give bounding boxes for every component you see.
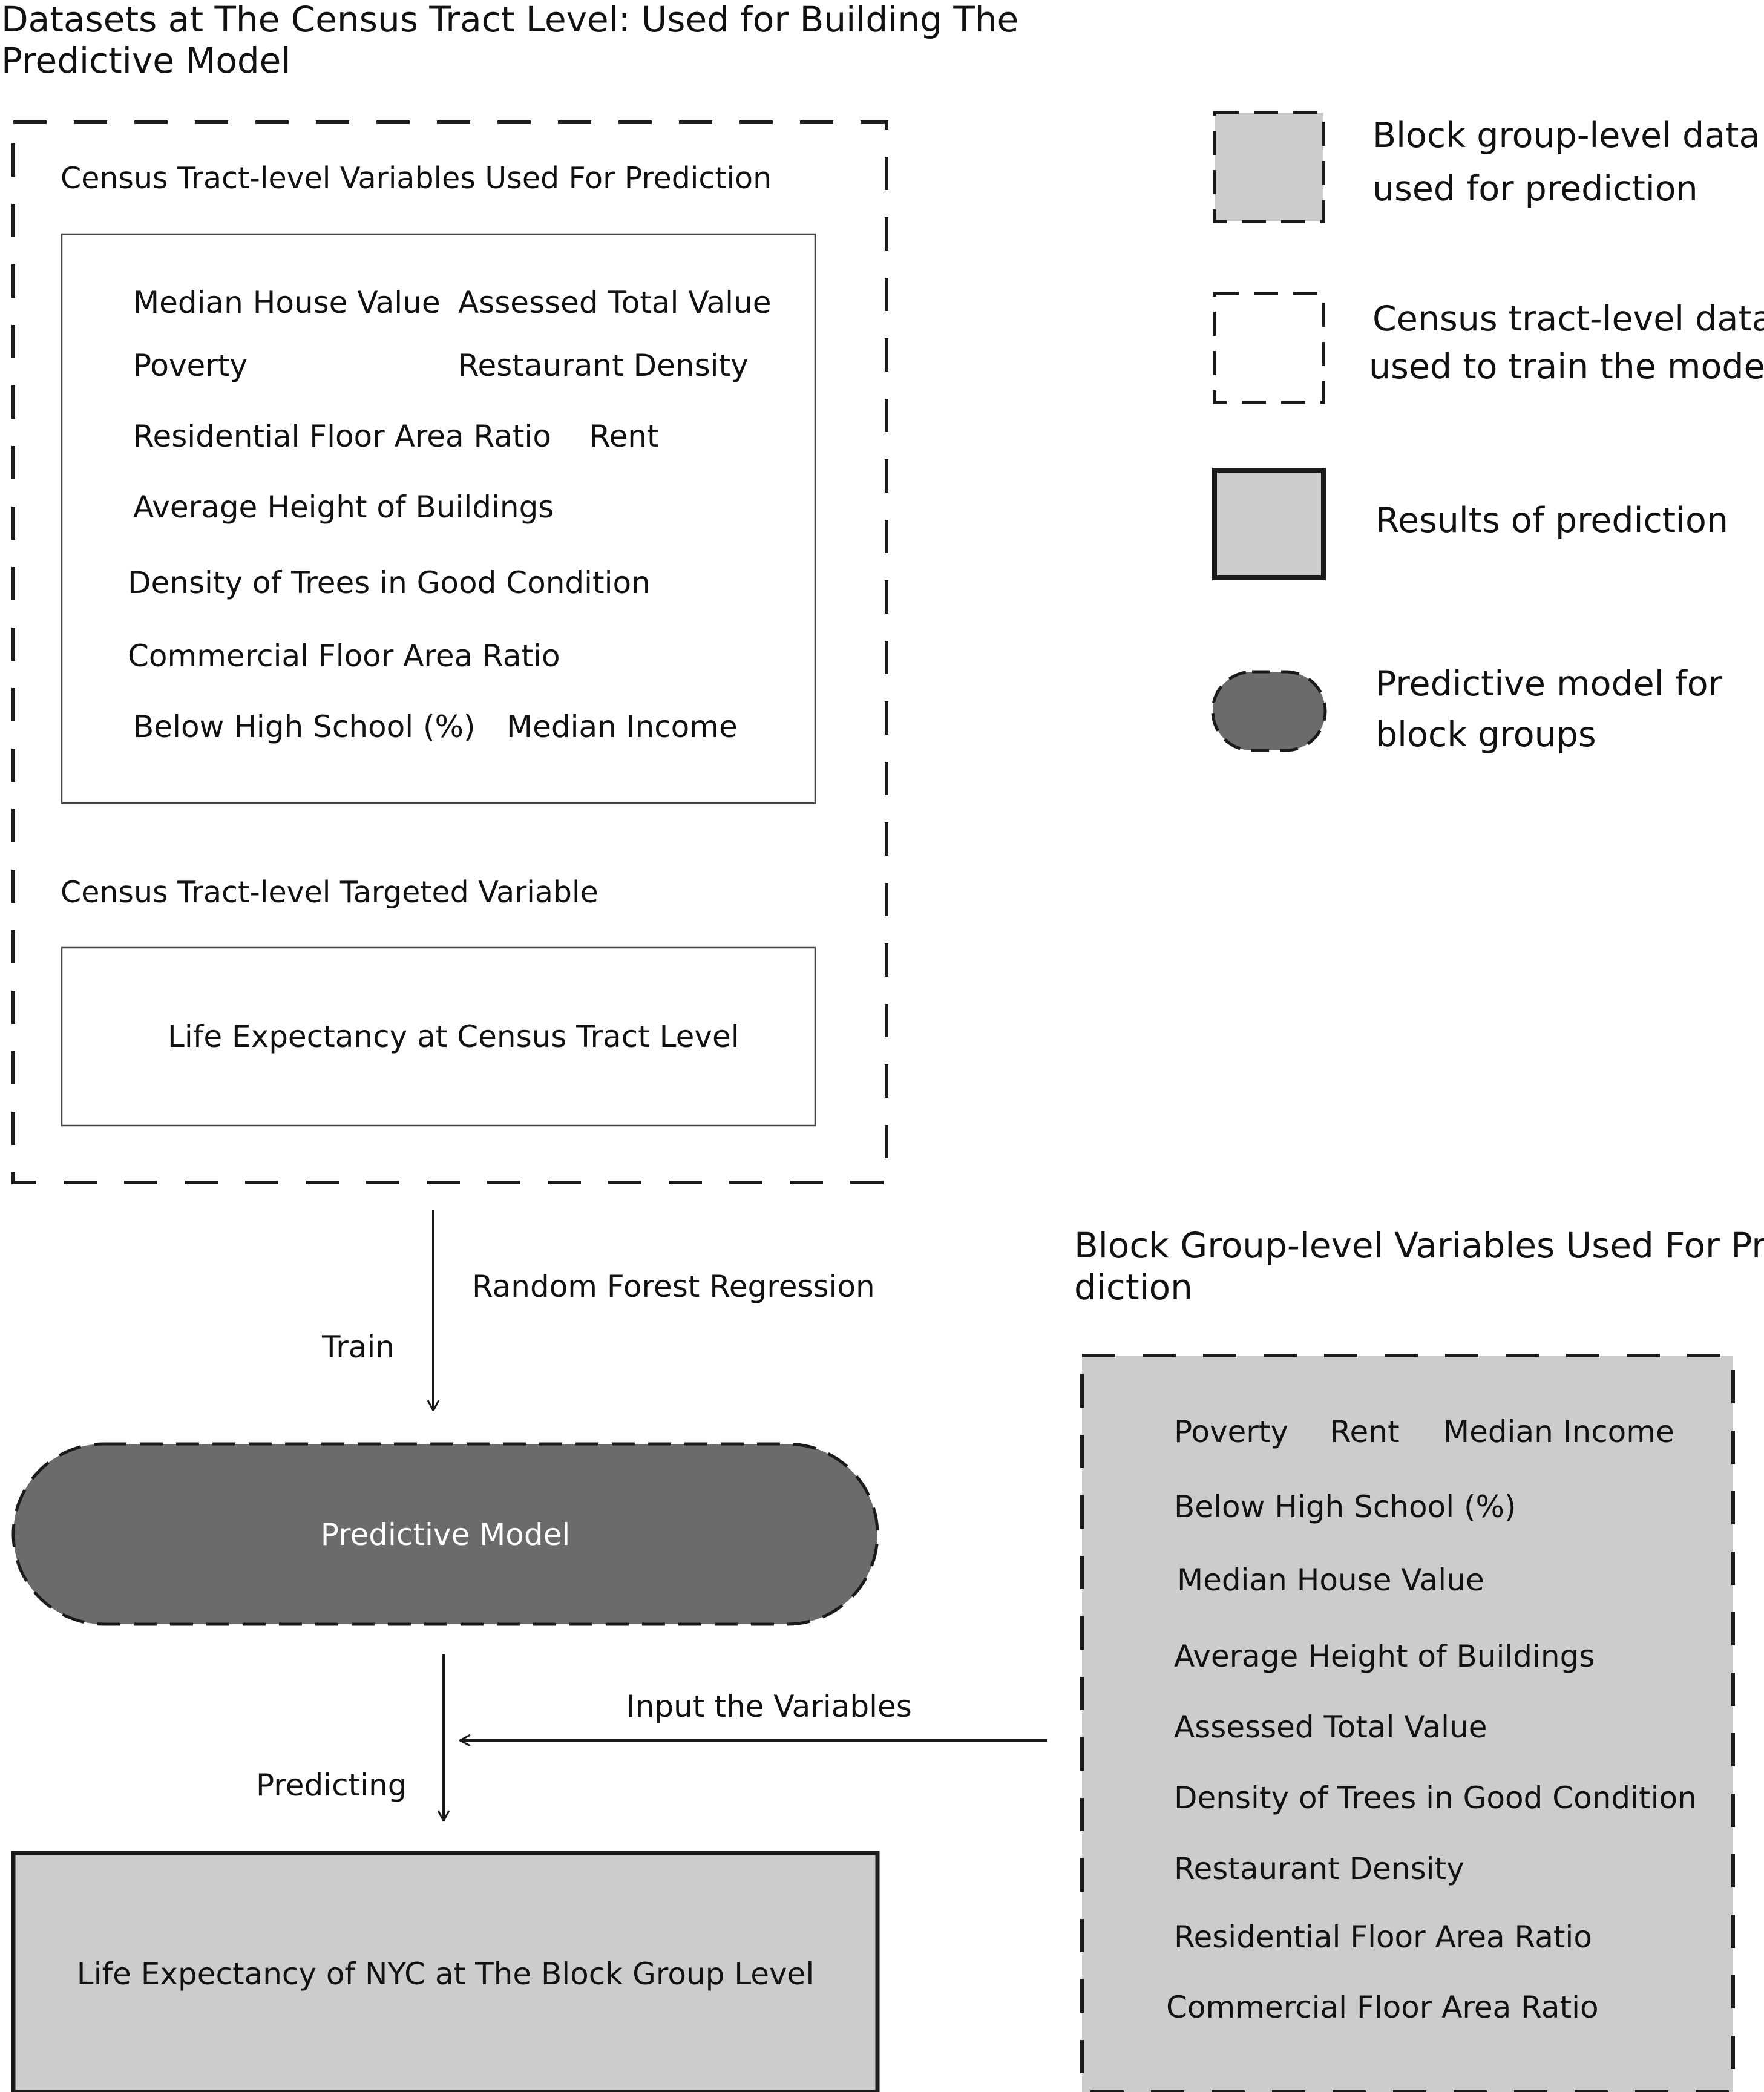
block-var-median-house-value: Median House Value <box>1177 1562 1484 1598</box>
legend-results-label: Results of prediction <box>1375 500 1728 540</box>
tract-var-tree-density: Density of Trees in Good Condition <box>128 565 651 600</box>
method-label: Random Forest Regression <box>472 1269 875 1304</box>
legend-block-data-line-2: used for prediction <box>1372 169 1698 209</box>
result-box <box>11 1851 880 2092</box>
block-panel-border <box>1080 1354 1735 2092</box>
block-var-below-high-school: Below High School (%) <box>1174 1489 1516 1524</box>
train-label: Train <box>322 1330 395 1365</box>
page-title-line-2: Predictive Model <box>1 40 291 81</box>
block-var-median-income: Median Income <box>1443 1414 1674 1449</box>
block-var-avg-building-height: Average Height of Buildings <box>1174 1639 1595 1674</box>
tract-predictors-heading: Census Tract-level Variables Used For Pr… <box>61 161 772 195</box>
tract-var-assessed-total-value: Assessed Total Value <box>458 285 772 320</box>
page-title-line-1: Datasets at The Census Tract Level: Used… <box>1 0 1019 40</box>
predictive-model-pill <box>11 1442 879 1626</box>
tract-target-box <box>61 946 816 1127</box>
tract-var-median-income: Median Income <box>507 709 738 744</box>
legend-swatch-tract-data <box>1213 292 1325 404</box>
input-variables-label: Input the Variables <box>626 1689 912 1724</box>
tract-var-commercial-far: Commercial Floor Area Ratio <box>128 638 560 674</box>
legend-tract-data-line-2: used to train the model <box>1369 347 1764 387</box>
predicting-label: Predicting <box>256 1768 407 1803</box>
tract-var-poverty: Poverty <box>133 348 248 383</box>
block-var-poverty: Poverty <box>1174 1414 1289 1449</box>
tract-var-rent: Rent <box>589 419 659 454</box>
tract-var-median-house-value: Median House Value <box>133 285 441 320</box>
tract-target-heading: Census Tract-level Targeted Variable <box>61 875 598 910</box>
block-var-residential-far: Residential Floor Area Ratio <box>1174 1920 1592 1955</box>
block-var-restaurant-density: Restaurant Density <box>1174 1851 1464 1886</box>
block-var-commercial-far: Commercial Floor Area Ratio <box>1166 1990 1599 2025</box>
tract-var-avg-building-height: Average Height of Buildings <box>133 490 554 525</box>
block-var-rent: Rent <box>1330 1414 1400 1449</box>
legend-swatch-block-data <box>1213 111 1325 223</box>
block-var-assessed-total-value: Assessed Total Value <box>1174 1710 1487 1745</box>
legend-tract-data-line-1: Census tract-level data <box>1372 299 1764 339</box>
tract-var-restaurant-density: Restaurant Density <box>458 348 749 383</box>
tract-predictors-box <box>61 233 816 804</box>
legend-model-line-1: Predictive model for <box>1375 664 1723 704</box>
result-label: Life Expectancy of NYC at The Block Grou… <box>76 1956 815 1992</box>
block-heading-line-1: Block Group-level Variables Used For Pre… <box>1074 1225 1764 1266</box>
legend-swatch-results <box>1212 468 1326 580</box>
predictive-model-label: Predictive Model <box>320 1517 571 1552</box>
legend-block-data-line-1: Block group-level data <box>1372 116 1760 156</box>
tract-var-below-high-school: Below High School (%) <box>133 709 476 744</box>
legend-model-line-2: block groups <box>1375 715 1596 755</box>
tract-panel-border <box>11 120 888 1184</box>
legend-swatch-model <box>1211 670 1327 752</box>
block-heading-line-2: diction <box>1074 1267 1193 1308</box>
block-var-tree-density: Density of Trees in Good Condition <box>1174 1780 1697 1815</box>
tract-target-variable: Life Expectancy at Census Tract Level <box>168 1019 739 1054</box>
tract-var-residential-far: Residential Floor Area Ratio <box>133 419 551 454</box>
